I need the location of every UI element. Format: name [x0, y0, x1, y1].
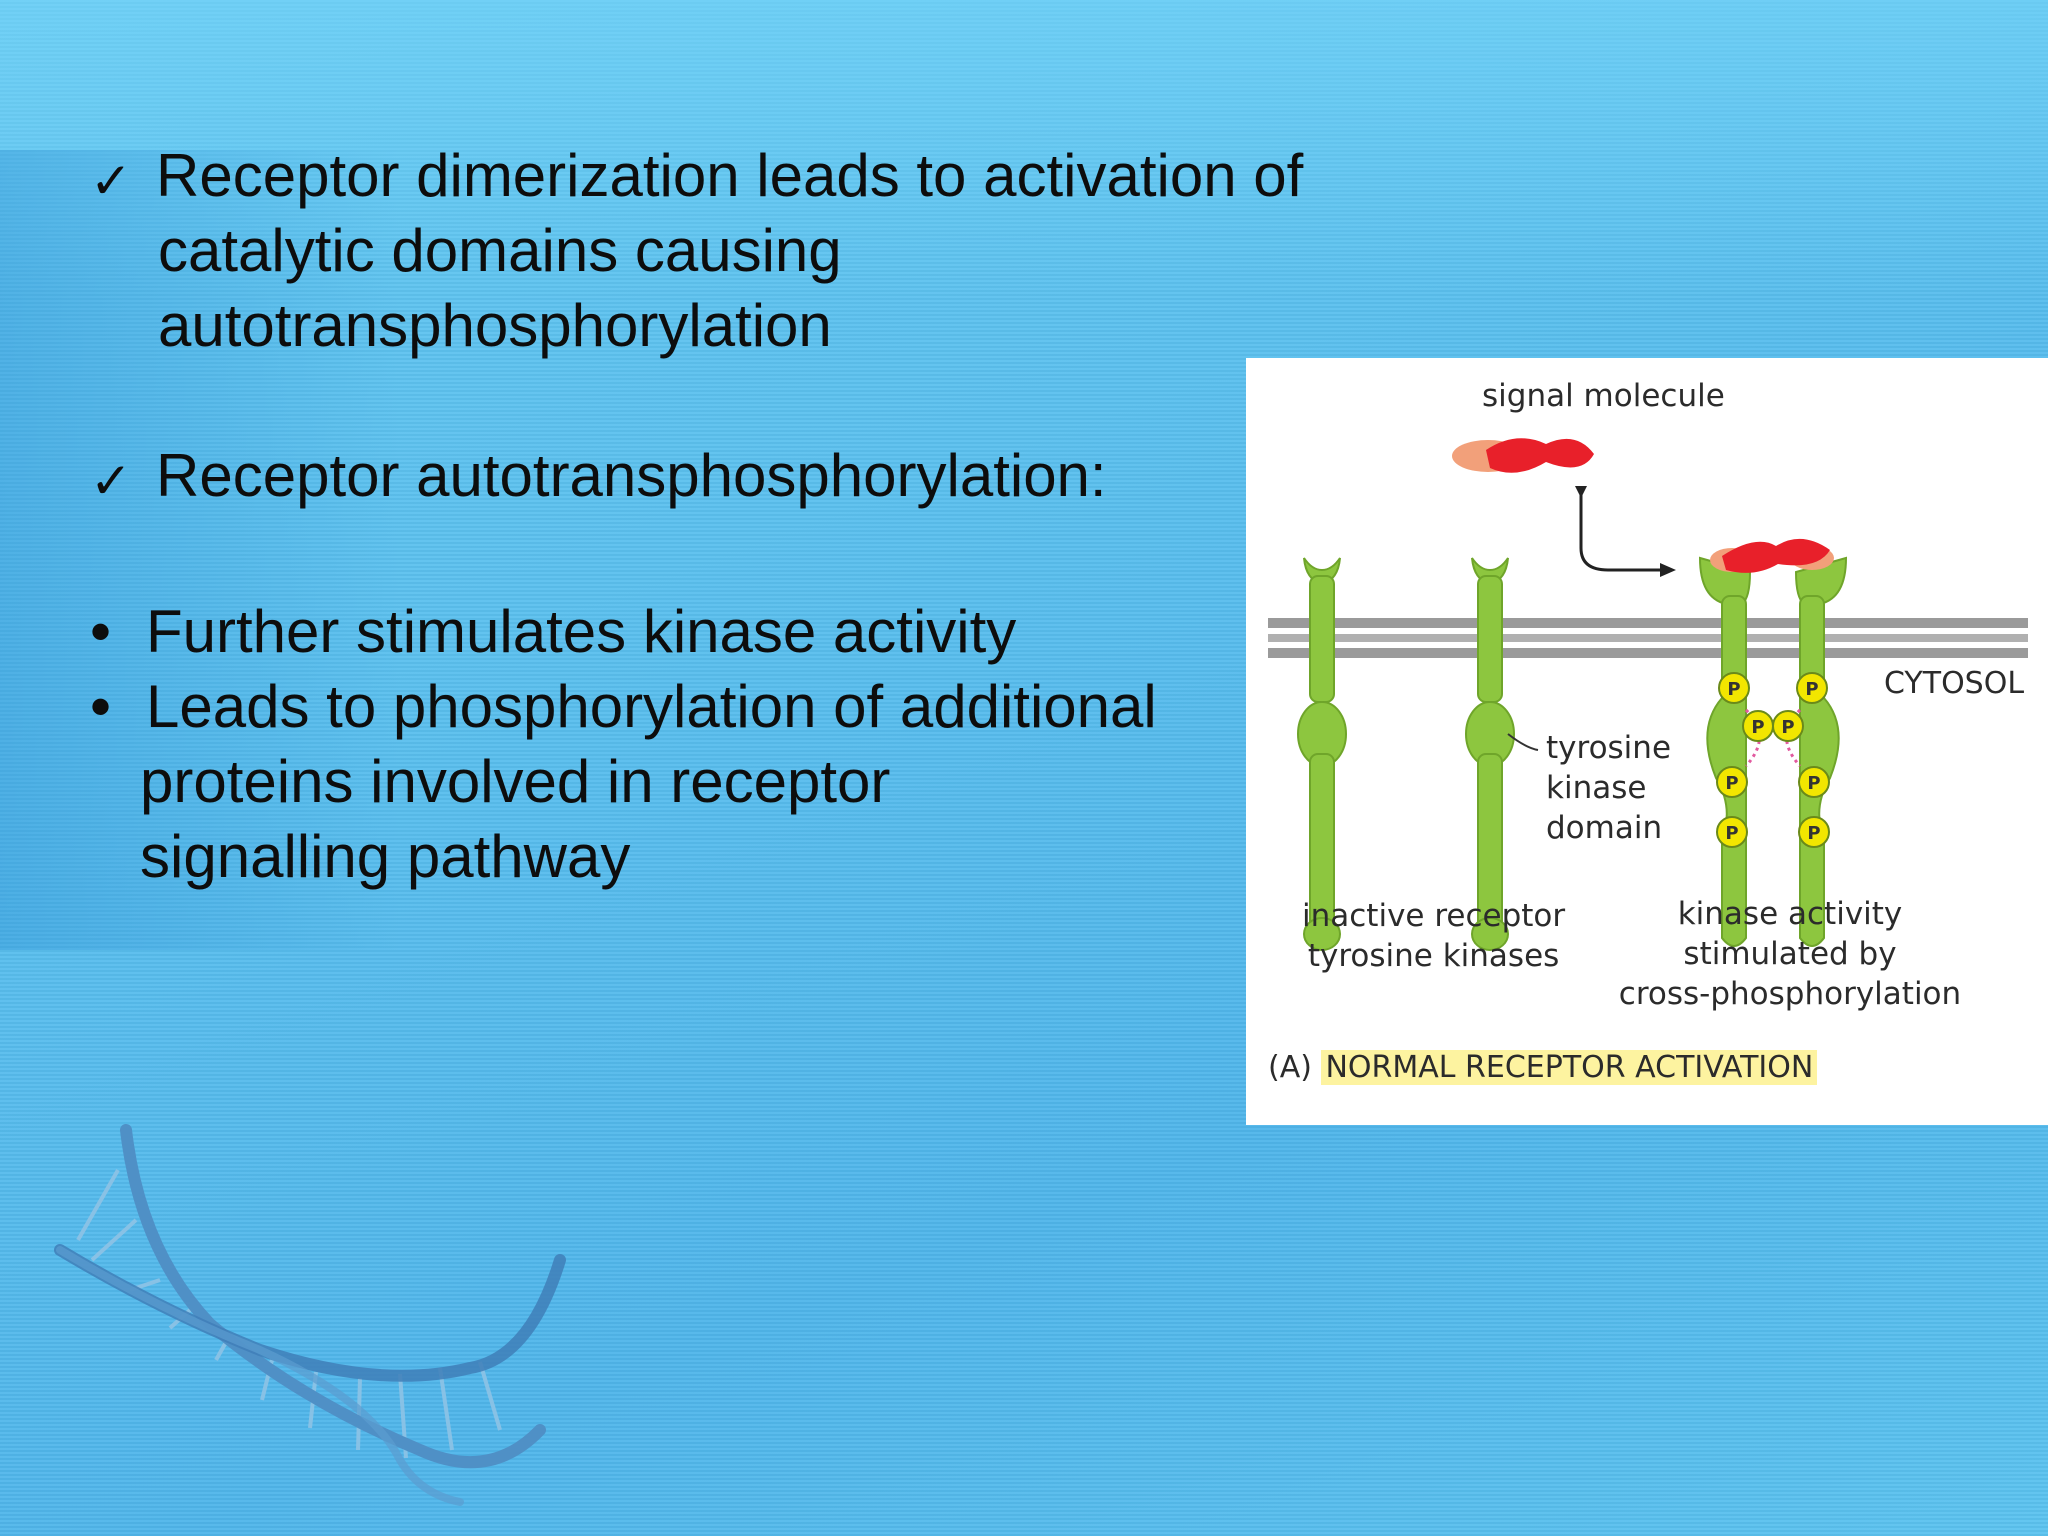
check-item-1-line-3: autotransphosphorylation	[158, 292, 832, 359]
domain-label-line-2: kinase	[1546, 770, 1647, 806]
active-receptor-left	[1698, 556, 1752, 947]
membrane-line-top	[1268, 618, 2028, 628]
domain-pointer-line	[1507, 733, 1539, 751]
phosphate-groups	[1716, 672, 1830, 848]
signal-molecule-free	[1452, 438, 1594, 473]
domain-label-line-3: domain	[1546, 810, 1663, 846]
figure-caption: (A) NORMAL RECEPTOR ACTIVATION	[1268, 1048, 1818, 1088]
membrane-line-bottom	[1268, 648, 2028, 658]
phosphate-labels: P P P P P P P P	[1725, 679, 1820, 844]
check-item-1-line-2: catalytic domains causing	[158, 217, 842, 284]
check-item-1: ✓ Receptor dimerization leads to activat…	[90, 138, 1390, 363]
bullet-item-1-line-1: Further stimulates kinase activity	[146, 598, 1017, 665]
bullet-item-2-line-1: Leads to phosphorylation of additional	[146, 673, 1157, 740]
phosphate-label: P	[1725, 823, 1738, 844]
phosphate-label: P	[1807, 823, 1820, 844]
cross-phosphorylation-marks	[1744, 708, 1802, 768]
cytosol-label: CYTOSOL	[1884, 666, 2025, 701]
inactive-label-line-1: inactive receptor	[1302, 898, 1566, 934]
caption-prefix: (A)	[1268, 1050, 1312, 1085]
active-receptor-right	[1794, 556, 1848, 947]
inactive-label-line-2: tyrosine kinases	[1307, 938, 1560, 974]
bullet-icon: •	[90, 598, 112, 665]
phosphate-label: P	[1727, 679, 1740, 700]
membrane-line-middle	[1268, 634, 2028, 642]
bullet-item-1: • Further stimulates kinase activity	[90, 594, 1390, 669]
inactive-receptor-2	[1465, 557, 1515, 951]
receptor-diagram: P P P P P P P P	[1268, 438, 2028, 951]
bullet-icon: •	[90, 673, 112, 740]
inactive-receptor-1	[1297, 557, 1347, 951]
phosphate-label: P	[1805, 679, 1818, 700]
slide-text: ✓ Receptor dimerization leads to activat…	[90, 138, 1390, 894]
arrow-head	[1660, 563, 1676, 577]
arrow-tail-head	[1575, 486, 1587, 498]
phosphate-label: P	[1781, 717, 1794, 738]
phosphate-label: P	[1725, 773, 1738, 794]
inactive-receptor-label: inactive receptor tyrosine kinases	[1302, 896, 1565, 976]
check-item-2: ✓ Receptor autotransphosphorylation:	[90, 438, 1390, 519]
background-shade	[0, 150, 400, 950]
check-item-2-line-1: Receptor autotransphosphorylation:	[156, 442, 1107, 509]
kinase-activity-label: kinase activity stimulated by cross-phos…	[1610, 894, 1970, 1014]
phosphate-label: P	[1751, 717, 1764, 738]
check-icon: ✓	[90, 152, 132, 210]
signal-molecule-label: signal molecule	[1482, 378, 1725, 414]
bullet-item-2-line-3: signalling pathway	[140, 823, 631, 890]
bullet-item-2: • Leads to phosphorylation of additional…	[90, 669, 1390, 894]
check-icon: ✓	[90, 452, 132, 510]
bullet-item-2-line-2: proteins involved in receptor	[140, 748, 891, 815]
check-item-1-line-1: Receptor dimerization leads to activatio…	[156, 142, 1304, 209]
tyrosine-kinase-domain-label: tyrosine kinase domain	[1546, 728, 1671, 848]
active-label-line-1: kinase activity	[1677, 896, 1903, 932]
active-label-line-2: stimulated by	[1683, 936, 1897, 972]
signal-molecule-bound	[1710, 538, 1834, 573]
activation-arrow	[1579, 486, 1666, 572]
background-glow	[0, 0, 2048, 300]
receptor-activation-figure: P P P P P P P P signal molecule CYTOSOL …	[1246, 358, 2048, 1125]
caption-text: NORMAL RECEPTOR ACTIVATION	[1321, 1050, 1818, 1085]
phosphate-label: P	[1807, 773, 1820, 794]
dna-helix-decoration	[54, 1124, 566, 1506]
active-label-line-3: cross-phosphorylation	[1618, 976, 1962, 1012]
domain-label-line-1: tyrosine	[1546, 730, 1672, 766]
